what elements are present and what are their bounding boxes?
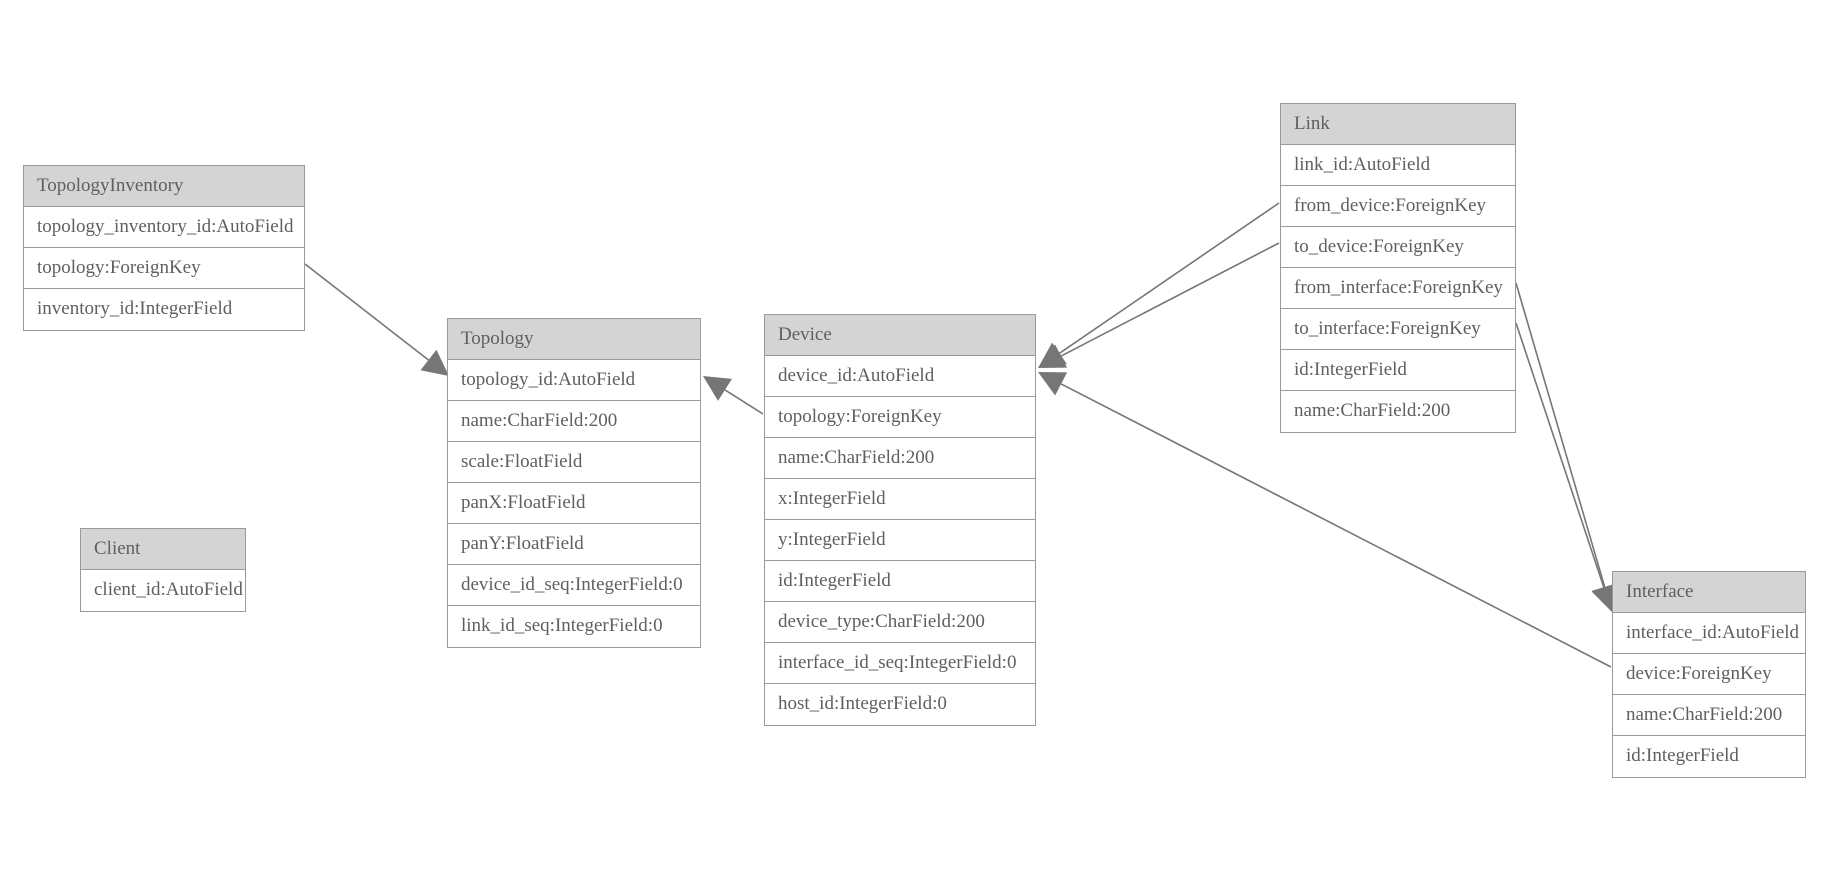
relationship-line [304, 263, 429, 361]
entity-field-row[interactable]: client_id:AutoField [81, 570, 245, 611]
relationship-rel-link-to-interface[interactable] [1515, 322, 1617, 612]
entity-field-row[interactable]: device:ForeignKey [1613, 654, 1805, 695]
relationship-line [1515, 282, 1606, 588]
entity-field-row[interactable]: device_type:CharField:200 [765, 602, 1035, 643]
entity-field-row[interactable]: name:CharField:200 [1281, 391, 1515, 432]
entity-field-row[interactable]: id:IntegerField [1281, 350, 1515, 391]
entity-field-row[interactable]: topology_inventory_id:AutoField [24, 207, 304, 248]
entity-field-row[interactable]: host_id:IntegerField:0 [765, 684, 1035, 725]
entity-title-device: Device [765, 315, 1035, 356]
entity-title-topology: Topology [448, 319, 700, 360]
relationship-rel-device-topology[interactable] [703, 376, 764, 415]
entity-title-interface: Interface [1613, 572, 1805, 613]
entity-field-row[interactable]: scale:FloatField [448, 442, 700, 483]
relationship-rel-link-to-device[interactable] [1038, 242, 1280, 368]
entity-field-row[interactable]: from_device:ForeignKey [1281, 186, 1515, 227]
entity-field-row[interactable]: panX:FloatField [448, 483, 700, 524]
entity-field-row[interactable]: inventory_id:IntegerField [24, 289, 304, 330]
entity-title-client: Client [81, 529, 245, 570]
relationship-arrowhead [420, 349, 449, 376]
entity-field-row[interactable]: x:IntegerField [765, 479, 1035, 520]
entity-field-row[interactable]: topology_id:AutoField [448, 360, 700, 401]
relationship-line [1060, 242, 1280, 357]
entity-field-row[interactable]: name:CharField:200 [765, 438, 1035, 479]
entity-field-row[interactable]: id:IntegerField [1613, 736, 1805, 777]
relationship-arrowhead [703, 376, 732, 401]
relationship-rel-link-from-device[interactable] [1038, 202, 1280, 368]
entity-field-row[interactable]: topology:ForeignKey [765, 397, 1035, 438]
relationship-arrowhead [1038, 342, 1067, 368]
relationship-rel-topologyinventory-topology[interactable] [304, 263, 449, 376]
relationship-line [1059, 202, 1280, 354]
entity-field-row[interactable]: link_id_seq:IntegerField:0 [448, 606, 700, 647]
entity-field-row[interactable]: interface_id_seq:IntegerField:0 [765, 643, 1035, 684]
entity-title-link: Link [1281, 104, 1515, 145]
relationship-arrowhead [1038, 344, 1068, 368]
entity-field-row[interactable]: y:IntegerField [765, 520, 1035, 561]
entity-field-row[interactable]: panY:FloatField [448, 524, 700, 565]
entity-field-row[interactable]: device_id_seq:IntegerField:0 [448, 565, 700, 606]
entity-field-row[interactable]: to_interface:ForeignKey [1281, 309, 1515, 350]
entity-field-row[interactable]: from_interface:ForeignKey [1281, 268, 1515, 309]
entity-field-row[interactable]: topology:ForeignKey [24, 248, 304, 289]
entity-field-row[interactable]: device_id:AutoField [765, 356, 1035, 397]
entity-field-row[interactable]: name:CharField:200 [1613, 695, 1805, 736]
relationship-rel-link-from-interface[interactable] [1515, 282, 1618, 612]
relationship-arrowhead [1038, 372, 1068, 396]
entity-field-row[interactable]: interface_id:AutoField [1613, 613, 1805, 654]
entity-field-row[interactable]: to_device:ForeignKey [1281, 227, 1515, 268]
relationship-line [724, 389, 764, 415]
entity-title-topologyinventory: TopologyInventory [24, 166, 304, 207]
relationship-line [1515, 322, 1605, 588]
entity-field-row[interactable]: id:IntegerField [765, 561, 1035, 602]
entity-field-row[interactable]: link_id:AutoField [1281, 145, 1515, 186]
entity-field-row[interactable]: name:CharField:200 [448, 401, 700, 442]
